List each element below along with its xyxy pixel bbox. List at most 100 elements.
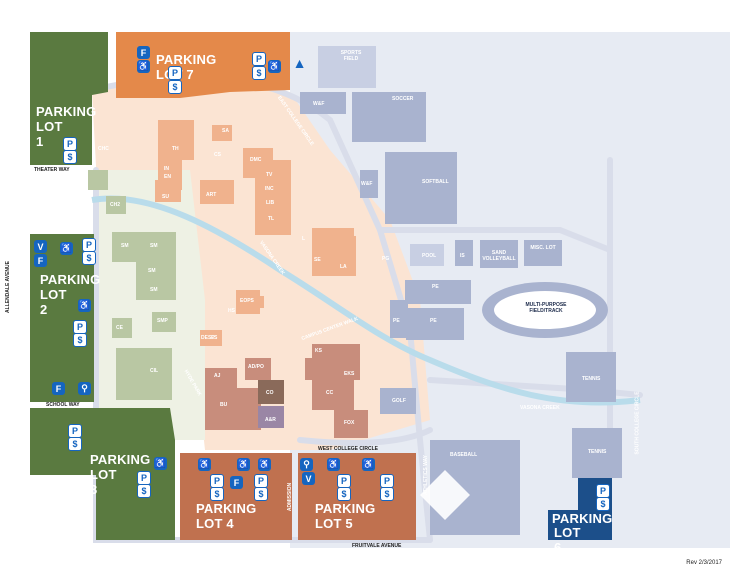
pay-dollar-icon: $ [82,251,96,265]
building-label: SU [162,194,169,200]
warning-icon: ▲ [292,54,307,71]
lower-buildings [205,344,368,438]
building-label: SM [121,243,129,249]
accessible-parking-icon: ♿ [78,299,91,312]
parking-lot-1-area [30,32,108,165]
building-label: SE [314,257,321,263]
building-label: LS [211,335,218,341]
pay-parking-icon: P [252,52,266,66]
faculty-parking-icon: F [230,476,243,489]
lot-5-label: PARKING LOT 5 [315,501,376,531]
faculty-parking-icon: F [137,46,150,59]
lot-3-label-line2: LOT 3 [90,467,117,497]
vasona-creek [91,195,641,406]
parking-lot-5-area [298,453,416,540]
baseball-diamond [420,470,470,520]
building-label: DMC [250,157,262,163]
street-south-college-circle: SOUTH COLLEGE CIRCLE [634,391,641,455]
building-label: SOFTBALL [422,179,449,185]
pay-dollar-icon: $ [210,487,224,501]
building-label: TL [268,216,275,222]
street-fruitvale-avenue: FRUITVALE AVENUE [352,543,402,549]
building-label: AD/PO [248,364,264,370]
pay-parking-icon: P [210,474,224,488]
street-allendale-avenue: ALLENDALE AVENUE [4,261,11,313]
building-label: SM [150,243,158,249]
lot-1-label-line2: LOT 1 [36,119,63,149]
pay-parking-icon: P [168,66,182,80]
building-label: BASEBALL [450,452,478,458]
motorcycle-icon: ⚲ [300,458,313,471]
building-label: KS [315,348,322,354]
building-label: CS [214,152,221,158]
street-theater-way: THEATER WAY [34,167,70,173]
street-admission: ADMISSION [287,482,294,512]
vasona-creek-label: VASONA CREEK [520,405,560,411]
accessible-parking-icon: ♿ [154,457,167,470]
street-west-college-circle: WEST COLLEGE CIRCLE [318,446,378,452]
building-label: CHC [98,146,109,152]
pay-dollar-icon: $ [68,437,82,451]
accessible-parking-icon: ♿ [198,458,211,471]
pay-dollar-icon: $ [63,150,77,164]
motorcycle-icon: ⚲ [78,382,91,395]
building-label: CE [116,325,123,331]
accessible-parking-icon: ♿ [60,242,73,255]
lot-3-label-line1: PARKING [90,452,151,467]
building-label: IS [460,253,465,259]
pay-parking-icon: P [337,474,351,488]
building-label: TENNIS [588,449,607,455]
building-label: GOLF [392,398,406,404]
building-label: EKS [344,371,355,377]
building-label: AJ [214,373,221,379]
parking-lot-7-area [116,32,290,98]
west-buildings [88,170,176,400]
building-label: W&F [361,181,373,187]
lot-2-label-line1: PARKING [40,272,101,287]
pay-parking-icon: P [68,424,82,438]
building-label: LA [340,264,347,270]
accessible-parking-icon: ♿ [258,458,271,471]
building-label: CO [266,390,274,396]
building-label: SOCCER [392,96,414,102]
building-label: SM [148,268,156,274]
building-label: ART [206,192,217,198]
pay-parking-icon: P [63,137,77,151]
building-label: SA [222,128,229,134]
pay-dollar-icon: $ [596,497,610,511]
pay-dollar-icon: $ [73,333,87,347]
building-label: EOPS [240,298,254,304]
building-label: POOL [422,253,437,259]
building-label: W&F [313,101,325,107]
pay-parking-icon: P [596,484,610,498]
lot-1-label-line1: PARKING [36,104,97,119]
building-label: HS [228,308,235,314]
parking-lot-3-area [30,408,175,540]
building-label: PG [382,256,390,262]
pay-parking-icon: P [73,320,87,334]
building-label: CH2 [110,202,121,208]
faculty-parking-icon: F [52,382,65,395]
building-label: LIB [266,200,275,206]
building-label: TENNIS [582,376,601,382]
building-label: TV [266,172,273,178]
street-athletics-way: ATHLETICS WAY [423,454,430,496]
building-label: L [302,236,306,242]
accessible-parking-icon: ♿ [268,60,281,73]
building-label: SAND VOLLEYBALL [482,250,516,262]
building-label: PE [432,284,439,290]
street-career-way: CAREER WAY [175,478,182,512]
pay-dollar-icon: $ [252,66,266,80]
building-label: MULTI-PURPOSE FIELD/TRACK [525,302,567,314]
pay-parking-icon: P [137,471,151,485]
building-label: CC [326,390,334,396]
lot-2-label-line2: LOT 2 [40,287,67,317]
pay-parking-icon: P [82,238,96,252]
building-label: IN [164,166,169,172]
building-label: TH [172,146,179,152]
visitor-parking-icon: V [34,240,47,253]
accessible-parking-icon: ♿ [237,458,250,471]
building-label: DESP [201,335,215,341]
accessible-parking-icon: ♿ [362,458,375,471]
pay-dollar-icon: $ [168,80,182,94]
